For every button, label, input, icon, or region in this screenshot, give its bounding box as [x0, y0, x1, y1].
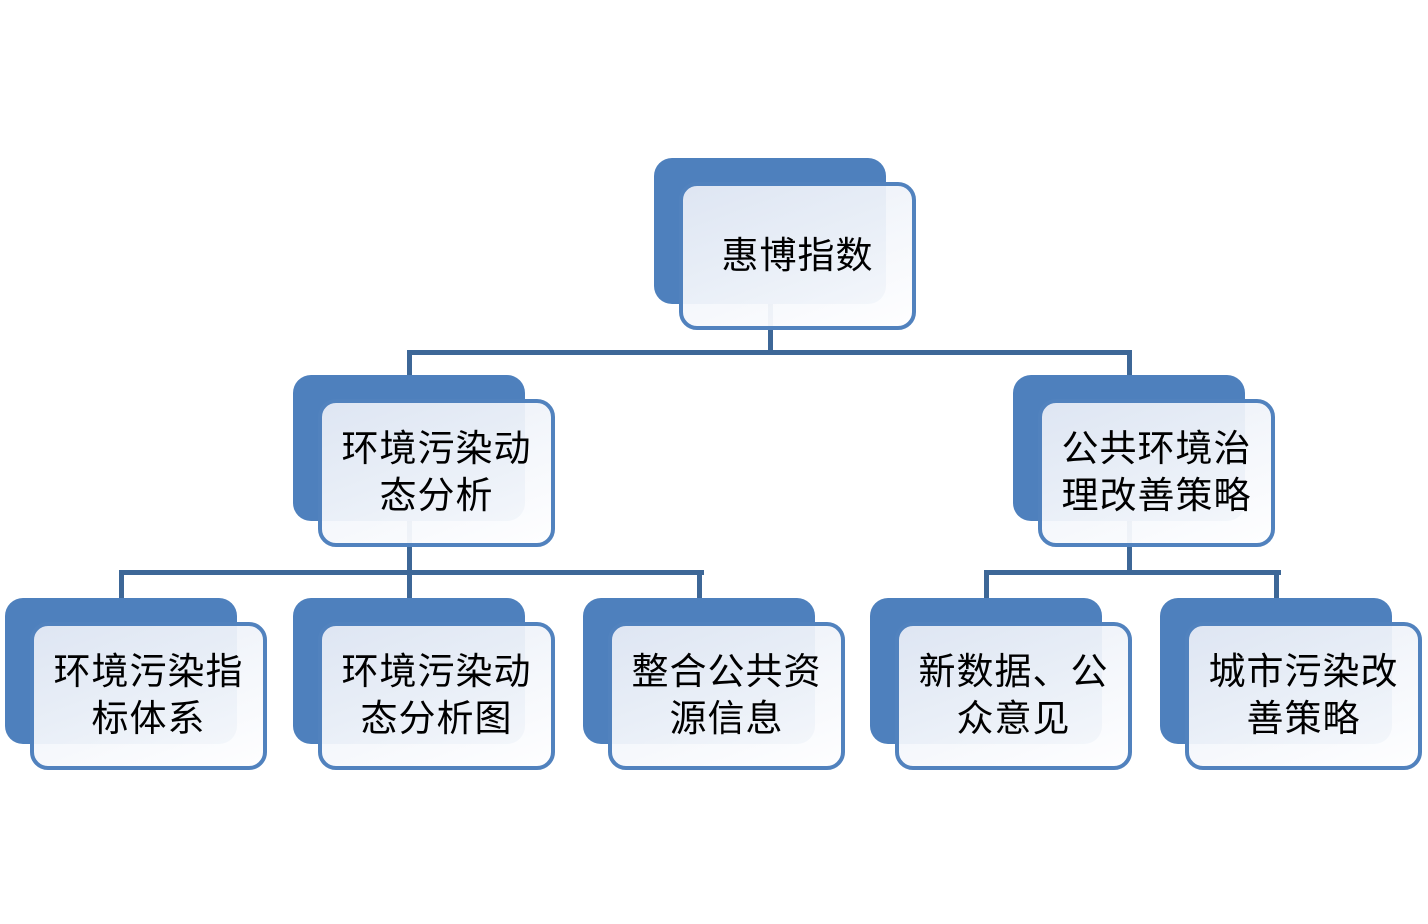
node-public-env-governance-card: 公共环境治 理改善策略: [1038, 399, 1275, 547]
connector-to-env-pollution-analysis: [407, 350, 412, 380]
node-env-pollution-analysis: 环境污染动 态分析: [293, 375, 555, 547]
node-env-pollution-analysis-label: 环境污染动 态分析: [341, 427, 532, 517]
node-env-pollution-analysis-card: 环境污染动 态分析: [318, 399, 555, 547]
node-urban-pollution-improvement: 城市污染改 善策略: [1160, 598, 1422, 770]
connector-to-public-env-governance: [1127, 350, 1132, 380]
node-integrate-public-resources: 整合公共资 源信息: [583, 598, 845, 770]
connector-to-new-data-public-opinion: [984, 570, 989, 603]
node-integrate-public-resources-card: 整合公共资 源信息: [608, 622, 845, 770]
node-root-card: 惠博指数: [679, 182, 916, 330]
connector-to-pollution-indicator-system: [119, 570, 124, 603]
connector-to-integrate-public-resources: [697, 570, 702, 603]
connector-level2-left-bus: [119, 570, 704, 575]
node-pollution-indicator-system: 环境污染指 标体系: [5, 598, 267, 770]
node-new-data-public-opinion-card: 新数据、公 众意见: [895, 622, 1132, 770]
node-public-env-governance-label: 公共环境治 理改善策略: [1061, 427, 1252, 517]
connector-to-urban-pollution-improvement: [1274, 570, 1279, 603]
node-urban-pollution-improvement-label: 城市污染改 善策略: [1208, 650, 1399, 740]
connector-level2-right-bus: [984, 570, 1281, 575]
node-new-data-public-opinion-label: 新数据、公 众意见: [918, 650, 1109, 740]
node-pollution-dynamic-chart-card: 环境污染动 态分析图: [318, 622, 555, 770]
node-pollution-dynamic-chart-label: 环境污染动 态分析图: [341, 650, 532, 740]
node-pollution-indicator-system-card: 环境污染指 标体系: [30, 622, 267, 770]
node-new-data-public-opinion: 新数据、公 众意见: [870, 598, 1132, 770]
node-pollution-dynamic-chart: 环境污染动 态分析图: [293, 598, 555, 770]
connector-level1-bus: [407, 350, 1132, 355]
node-pollution-indicator-system-label: 环境污染指 标体系: [53, 650, 244, 740]
node-urban-pollution-improvement-card: 城市污染改 善策略: [1185, 622, 1422, 770]
connector-env-analysis-stem: [407, 518, 412, 603]
node-integrate-public-resources-label: 整合公共资 源信息: [631, 650, 822, 740]
node-public-env-governance: 公共环境治 理改善策略: [1013, 375, 1275, 547]
node-root-label: 惠博指数: [721, 233, 874, 277]
node-root: 惠博指数: [654, 158, 916, 330]
